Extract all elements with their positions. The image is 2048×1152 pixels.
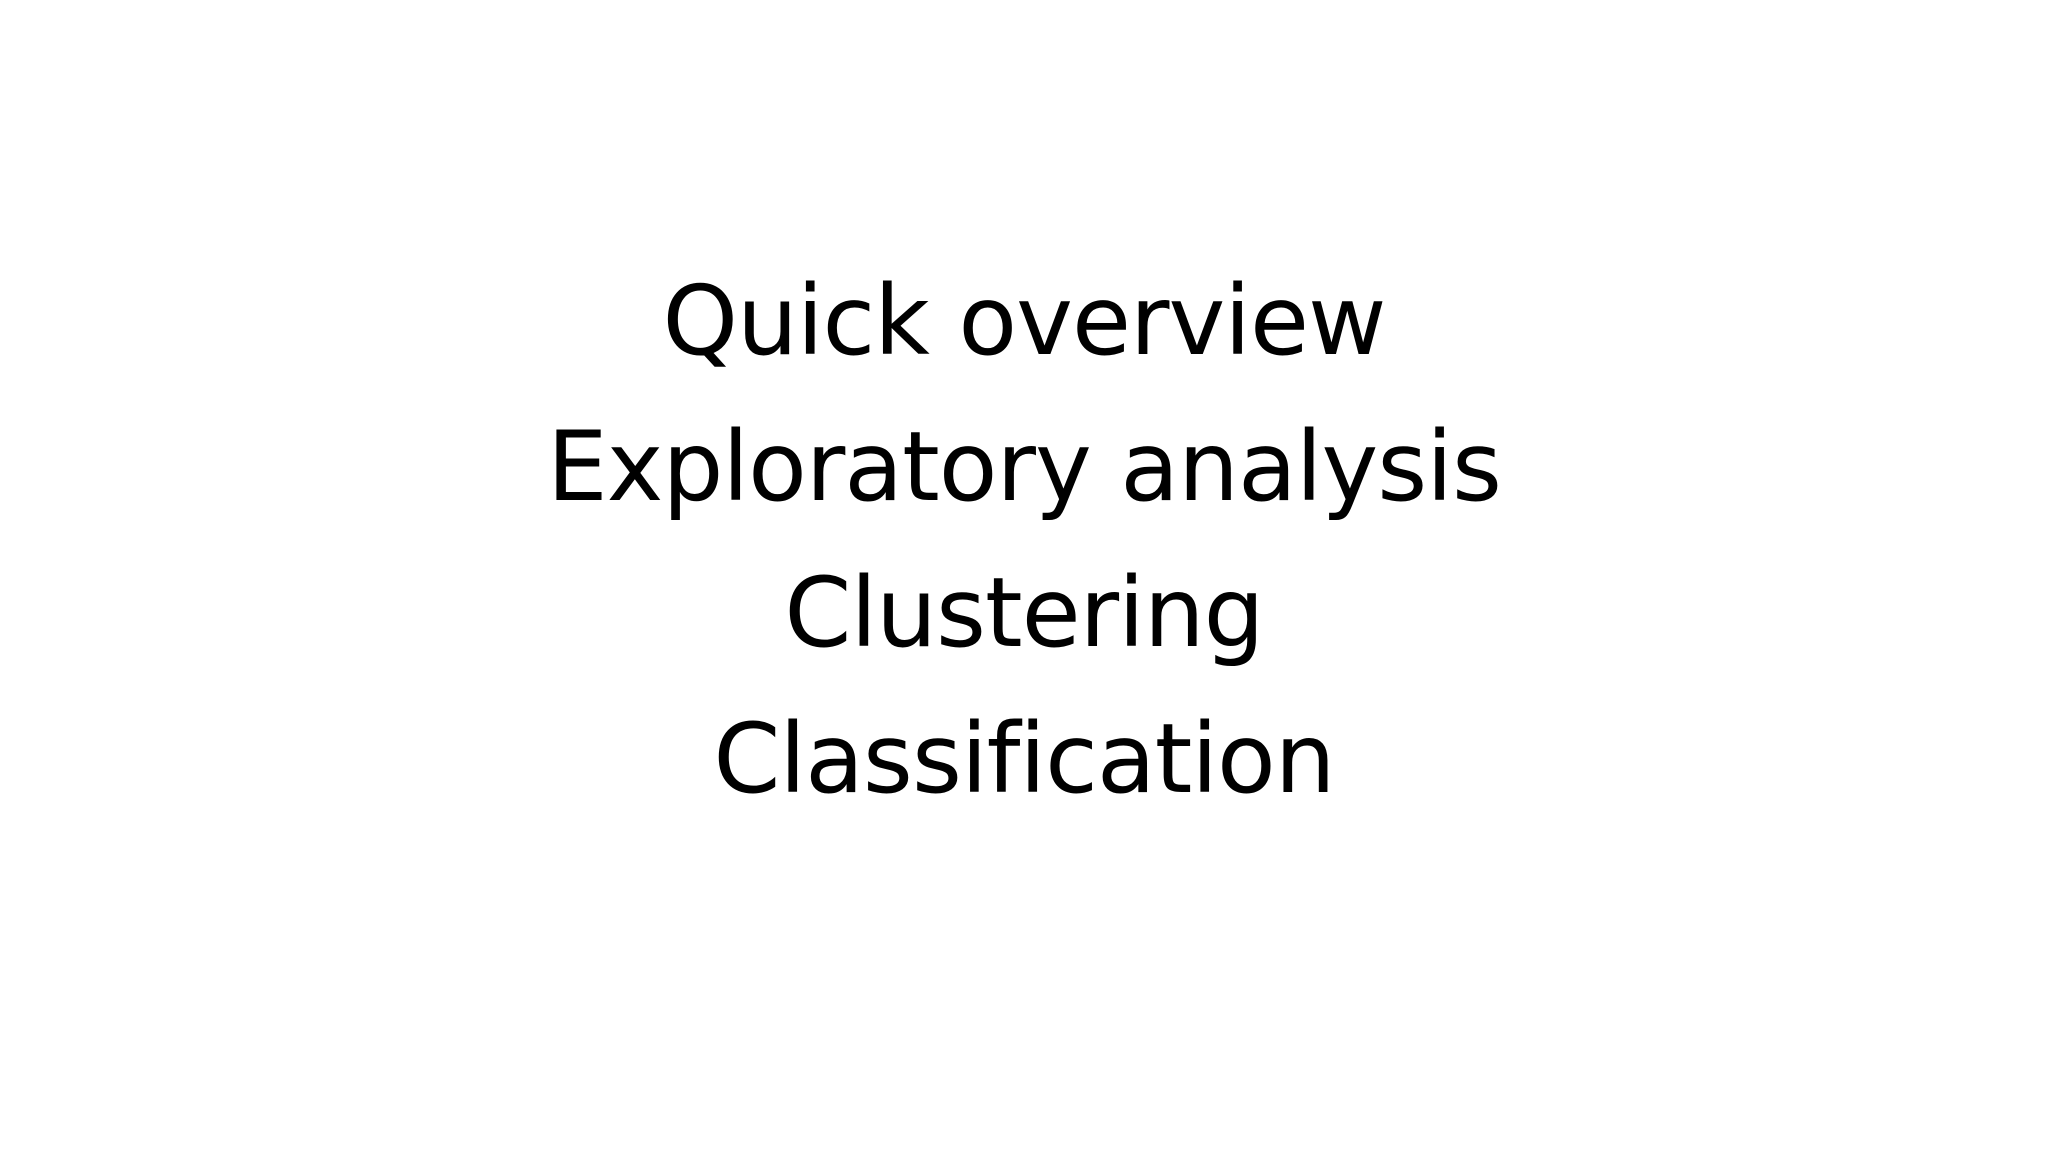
title-line-quick-overview: Quick overview — [662, 265, 1386, 377]
title-line-exploratory-analysis: Exploratory analysis — [547, 411, 1502, 523]
slide-title: Quick overview Exploratory analysis Clus… — [0, 248, 2048, 832]
title-line-clustering: Clustering — [784, 557, 1264, 669]
title-line-classification: Classification — [713, 703, 1335, 815]
